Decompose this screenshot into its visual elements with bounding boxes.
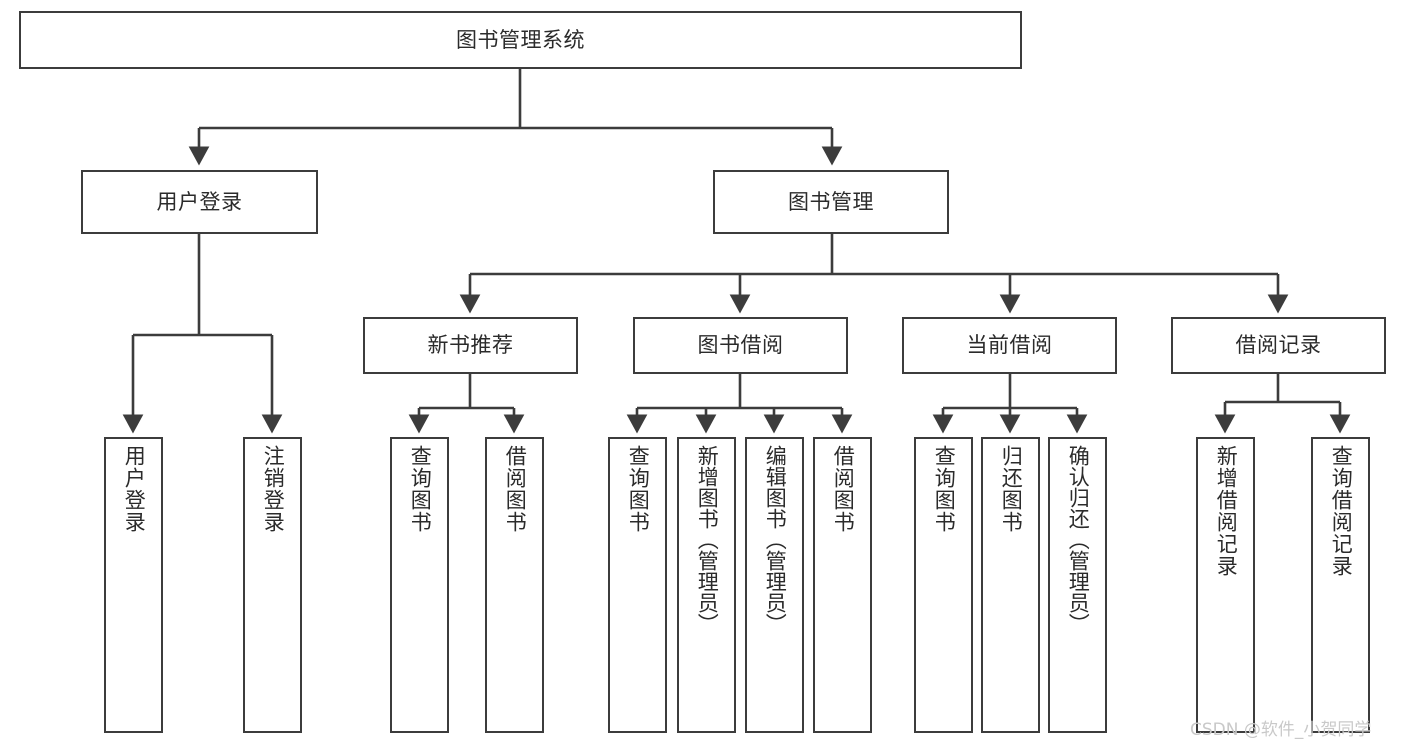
node-label: 查询图书 <box>626 445 651 533</box>
leaf-borrow-book-recommend[interactable]: 借阅图书 <box>485 437 544 733</box>
leaf-query-book-recommend[interactable]: 查询图书 <box>390 437 449 733</box>
leaf-logout[interactable]: 注销登录 <box>243 437 302 733</box>
node-label: 借阅记录 <box>1235 333 1322 358</box>
node-label: 图书管理 <box>788 189 874 214</box>
node-label: 归还图书 <box>999 445 1024 533</box>
node-label: 借阅图书 <box>503 445 528 533</box>
node-label: 新增借阅记录 <box>1214 445 1239 577</box>
node-label: 查询图书 <box>932 445 957 533</box>
leaf-user-login[interactable]: 用户登录 <box>104 437 163 733</box>
leaf-add-book-admin[interactable]: 新增图书（管理员） <box>677 437 736 733</box>
leaf-return-book[interactable]: 归还图书 <box>981 437 1040 733</box>
leaf-add-borrow-record[interactable]: 新增借阅记录 <box>1196 437 1255 733</box>
node-label: 用户登录 <box>156 189 243 214</box>
node-book-management[interactable]: 图书管理 <box>713 170 949 234</box>
leaf-confirm-return-admin[interactable]: 确认归还（管理员） <box>1048 437 1107 733</box>
node-borrow-records[interactable]: 借阅记录 <box>1171 317 1386 374</box>
node-label: 当前借阅 <box>966 333 1053 358</box>
node-label: 查询借阅记录 <box>1329 445 1354 577</box>
node-root-system[interactable]: 图书管理系统 <box>19 11 1022 69</box>
node-label: 新书推荐 <box>427 333 514 358</box>
node-label: 图书管理系统 <box>456 27 585 52</box>
node-current-borrow[interactable]: 当前借阅 <box>902 317 1117 374</box>
node-label: 查询图书 <box>408 445 433 533</box>
leaf-query-book-borrow[interactable]: 查询图书 <box>608 437 667 733</box>
leaf-query-book-current[interactable]: 查询图书 <box>914 437 973 733</box>
node-label: 新增图书（管理员） <box>695 445 720 634</box>
node-label: 借阅图书 <box>831 445 856 533</box>
leaf-query-borrow-record[interactable]: 查询借阅记录 <box>1311 437 1370 733</box>
node-label: 注销登录 <box>261 445 286 533</box>
node-book-borrow[interactable]: 图书借阅 <box>633 317 848 374</box>
node-label: 编辑图书（管理员） <box>763 445 788 634</box>
node-new-book-recommend[interactable]: 新书推荐 <box>363 317 578 374</box>
leaf-edit-book-admin[interactable]: 编辑图书（管理员） <box>745 437 804 733</box>
node-user-login[interactable]: 用户登录 <box>81 170 318 234</box>
leaf-borrow-book[interactable]: 借阅图书 <box>813 437 872 733</box>
node-label: 图书借阅 <box>697 333 784 358</box>
node-label: 确认归还（管理员） <box>1066 445 1091 634</box>
node-label: 用户登录 <box>122 445 147 533</box>
